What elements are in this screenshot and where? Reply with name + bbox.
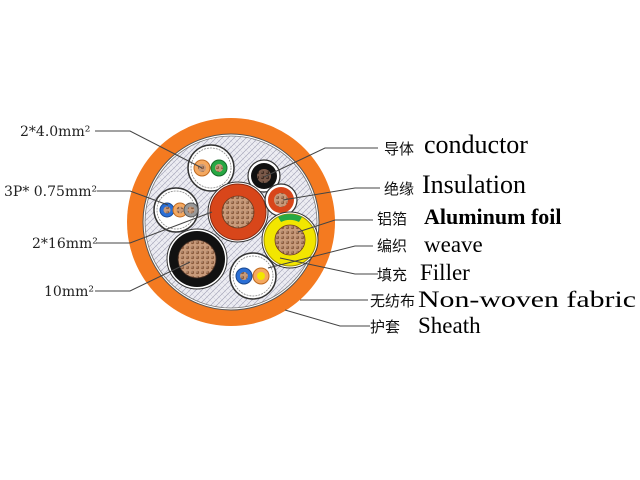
center-red-core bbox=[207, 181, 269, 243]
small-red-core bbox=[264, 183, 298, 217]
label-sheath-en: Sheath bbox=[418, 313, 481, 338]
label-conductor-cn: 导体 bbox=[384, 140, 414, 158]
yellow-green-core bbox=[261, 211, 319, 269]
right-leader-lines bbox=[263, 147, 380, 327]
label-non-woven-en: Non-woven fabric bbox=[418, 287, 636, 312]
single-10mm-core bbox=[166, 228, 228, 290]
small-black-core bbox=[247, 159, 281, 193]
label-non-woven-cn: 无纺布 bbox=[370, 292, 415, 310]
label-filler-en: Filler bbox=[420, 260, 470, 285]
bottom-pair-core bbox=[229, 252, 277, 300]
label-insulation-cn: 绝缘 bbox=[384, 180, 414, 198]
label-weave-en: weave bbox=[424, 232, 483, 257]
label-weave-cn: 编织 bbox=[377, 237, 407, 255]
label-aluminum-foil-en: Aluminum foil bbox=[424, 204, 562, 229]
label-pair-16mm: 2*16mm² bbox=[32, 236, 98, 252]
label-sheath-cn: 护套 bbox=[370, 318, 400, 336]
label-insulation-en: Insulation bbox=[422, 170, 526, 199]
label-triple-075: 3P* 0.75mm² bbox=[4, 184, 97, 200]
left-leader-lines bbox=[95, 130, 213, 292]
label-conductor-en: conductor bbox=[424, 130, 528, 159]
label-filler-cn: 填充 bbox=[377, 266, 407, 284]
label-pair-4mm: 2*4.0mm² bbox=[20, 124, 90, 140]
label-single-10mm: 10mm² bbox=[44, 284, 94, 300]
label-aluminum-foil-cn: 铝箔 bbox=[377, 210, 407, 228]
